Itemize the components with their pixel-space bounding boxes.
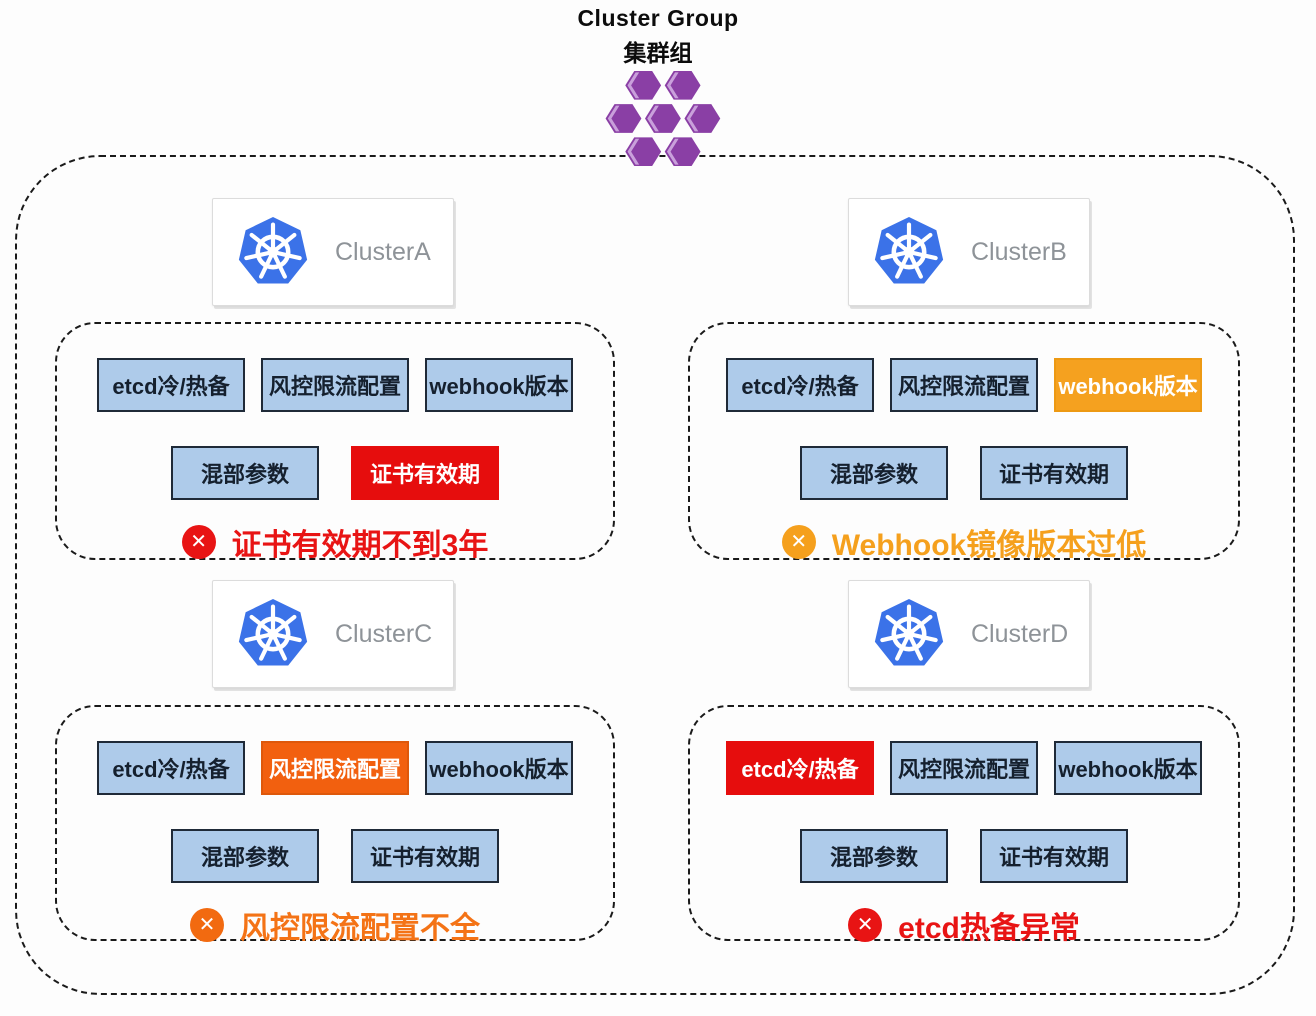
cluster-error-message: ✕ 证书有效期不到3年 [181, 520, 489, 564]
cluster-section-b: ClusterB etcd冷/热备 风控限流配置 webhook版本 混部参数 … [688, 198, 1240, 562]
config-box-ratelimit: 风控限流配置 [890, 741, 1038, 795]
cluster-card: ClusterA [212, 198, 454, 306]
x-circle-icon: ✕ [781, 525, 816, 559]
cluster-card: ClusterD [848, 580, 1090, 688]
error-text: Webhook镜像版本过低 [831, 529, 1147, 562]
cluster-name: ClusterD [971, 619, 1069, 648]
config-box-etcd-backup: etcd冷/热备 [726, 358, 874, 412]
cluster-check-panel: etcd冷/热备 风控限流配置 webhook版本 混部参数 证书有效期 ✕ e… [688, 705, 1240, 945]
error-text: 风控限流配置不全 [240, 912, 480, 945]
config-box-ratelimit: 风控限流配置 [261, 741, 409, 795]
cluster-card: ClusterC [212, 580, 454, 688]
config-box-webhook-version: webhook版本 [425, 741, 573, 795]
check-row-2: 混部参数 证书有效期 [800, 829, 1128, 883]
cluster-check-panel: etcd冷/热备 风控限流配置 webhook版本 混部参数 证书有效期 ✕ 证… [55, 322, 615, 562]
config-box-cert-validity: 证书有效期 [980, 446, 1128, 500]
check-row-1: etcd冷/热备 风控限流配置 webhook版本 [726, 358, 1202, 412]
check-row-1: etcd冷/热备 风控限流配置 webhook版本 [726, 741, 1202, 795]
cluster-section-d: ClusterD etcd冷/热备 风控限流配置 webhook版本 混部参数 … [688, 580, 1240, 945]
header-title-en: Cluster Group [577, 5, 739, 31]
check-row-2: 混部参数 证书有效期 [171, 829, 499, 883]
config-box-etcd-backup: etcd冷/热备 [97, 741, 245, 795]
config-box-ratelimit: 风控限流配置 [261, 358, 409, 412]
cluster-name: ClusterC [335, 619, 433, 648]
config-box-colocation-params: 混部参数 [800, 829, 948, 883]
cluster-error-message: ✕ 风控限流配置不全 [190, 903, 480, 947]
config-box-etcd-backup: etcd冷/热备 [726, 741, 874, 795]
config-box-colocation-params: 混部参数 [800, 446, 948, 500]
error-text: etcd热备异常 [898, 912, 1080, 945]
kubernetes-logo-icon [871, 596, 947, 672]
config-box-etcd-backup: etcd冷/热备 [97, 358, 245, 412]
check-row-1: etcd冷/热备 风控限流配置 webhook版本 [97, 741, 573, 795]
config-box-webhook-version: webhook版本 [425, 358, 573, 412]
config-box-colocation-params: 混部参数 [171, 829, 319, 883]
kubernetes-logo-icon [235, 596, 311, 672]
cluster-name: ClusterB [971, 237, 1067, 266]
kubernetes-logo-icon [871, 214, 947, 290]
check-row-2: 混部参数 证书有效期 [171, 446, 499, 500]
diagram-header: Cluster Group 集群组 [577, 5, 738, 171]
config-box-colocation-params: 混部参数 [171, 446, 319, 500]
cluster-check-panel: etcd冷/热备 风控限流配置 webhook版本 混部参数 证书有效期 ✕ 风… [55, 705, 615, 945]
cluster-section-c: ClusterC etcd冷/热备 风控限流配置 webhook版本 混部参数 … [55, 580, 615, 945]
config-box-cert-validity: 证书有效期 [980, 829, 1128, 883]
cluster-name: ClusterA [335, 237, 431, 266]
x-circle-icon: ✕ [848, 908, 883, 942]
header-title-zh: 集群组 [623, 40, 693, 66]
kubernetes-logo-icon [235, 214, 311, 290]
cluster-check-panel: etcd冷/热备 风控限流配置 webhook版本 混部参数 证书有效期 ✕ W… [688, 322, 1240, 562]
x-circle-icon: ✕ [190, 908, 224, 942]
cluster-error-message: ✕ Webhook镜像版本过低 [781, 520, 1147, 564]
cluster-section-a: ClusterA etcd冷/热备 风控限流配置 webhook版本 混部参数 … [55, 198, 615, 562]
hexagon-cluster-icon [605, 71, 720, 166]
cluster-error-message: ✕ etcd热备异常 [848, 903, 1080, 947]
error-text: 证书有效期不到3年 [231, 529, 489, 562]
config-box-webhook-version: webhook版本 [1054, 358, 1202, 412]
config-box-cert-validity: 证书有效期 [351, 829, 499, 883]
config-box-ratelimit: 风控限流配置 [890, 358, 1038, 412]
check-row-2: 混部参数 证书有效期 [800, 446, 1128, 500]
config-box-webhook-version: webhook版本 [1054, 741, 1202, 795]
check-row-1: etcd冷/热备 风控限流配置 webhook版本 [97, 358, 573, 412]
config-box-cert-validity: 证书有效期 [351, 446, 499, 500]
x-circle-icon: ✕ [181, 525, 216, 559]
cluster-card: ClusterB [848, 198, 1090, 306]
